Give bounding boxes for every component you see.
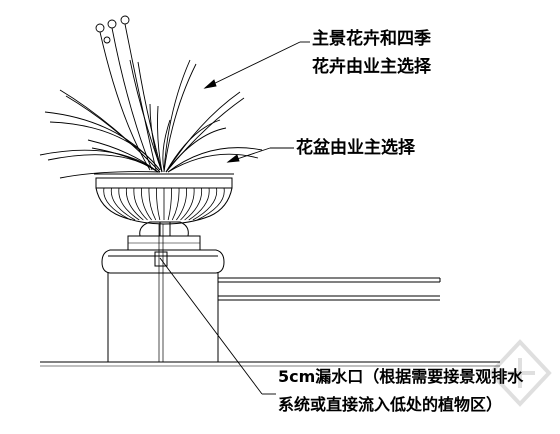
pedestal-shaft: [107, 272, 219, 362]
label-flower-line2: 花卉由业主选择: [312, 57, 431, 77]
label-drain-line1: 5cm漏水口（根据需要接景观排水: [278, 367, 524, 386]
label-pot: 花盆由业主选择: [296, 138, 415, 158]
pot-foot: [127, 221, 201, 251]
leader-flower: [204, 41, 301, 89]
drain-pipe: [154, 224, 168, 362]
railing: [218, 277, 441, 301]
leader-lines: [159, 41, 310, 395]
watermark-logo: [488, 339, 552, 407]
leader-flower-arrow: [203, 79, 217, 89]
leader-drain: [159, 257, 263, 395]
urn-bowl: [94, 173, 234, 225]
leader-pot-arrow: [226, 154, 240, 163]
plant: [39, 15, 263, 179]
label-flower-line1: 主景花卉和四季: [312, 29, 431, 49]
label-drain-line2: 系统或直接流入低处的植物区）: [278, 395, 503, 414]
